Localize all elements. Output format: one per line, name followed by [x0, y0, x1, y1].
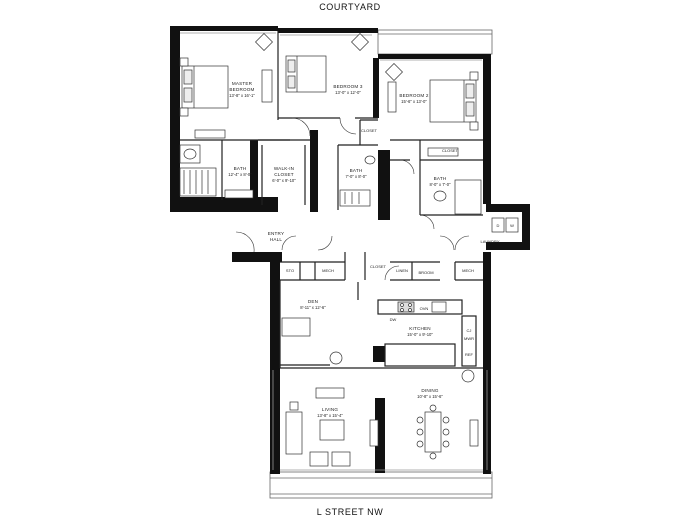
- master-bedroom-label-2: BEDROOM: [229, 87, 254, 92]
- walk-in-label-2: CLOSET: [274, 172, 294, 177]
- bottom-balcony: [269, 471, 493, 499]
- walk-in-dims: 6'-0" x 9'-10": [272, 178, 296, 183]
- closet-bed2-label: CLOSET: [442, 148, 459, 153]
- closet-mid-label: CLOSET: [370, 264, 387, 269]
- interior-walls: [180, 31, 483, 369]
- master-bath-label: BATH: [234, 166, 247, 171]
- den-label: DEN: [308, 299, 318, 304]
- ovn-label: OVN: [420, 306, 429, 311]
- courtyard-label: COURTYARD: [319, 2, 381, 12]
- master-bath-dims: 12'-4" x 8'-0": [228, 172, 252, 177]
- center-bath-dims: 7'-0" x 8'-0": [345, 174, 367, 179]
- linen-label: LINEN: [396, 268, 408, 273]
- entry-hall-label-1: ENTRY: [268, 231, 285, 236]
- master-bedroom-dims: 13'-8" x 16'-1": [229, 93, 255, 98]
- master-bedroom-label-1: MASTER: [232, 81, 253, 86]
- bedroom2-dims: 15'-6" x 13'-0": [401, 99, 427, 104]
- top-balcony: [377, 29, 493, 55]
- sto-label: STO: [286, 268, 294, 273]
- kitchen-dims: 15'-0" x 9'-10": [407, 332, 433, 337]
- washer-label: W: [510, 223, 514, 228]
- entry-hall-label-2: HALL: [270, 237, 283, 242]
- closet-top-label: CLOSET: [361, 128, 378, 133]
- doors: [235, 117, 470, 281]
- right-bath-label: BATH: [434, 176, 447, 181]
- living-dims: 13'-8" x 15'-4": [317, 413, 343, 418]
- right-bath-dims: 8'-0" x 7'-0": [429, 182, 451, 187]
- den-dims: 8'-11" x 12'-6": [300, 305, 326, 310]
- walk-in-label-1: WALK-IN: [274, 166, 294, 171]
- furniture: [179, 33, 519, 467]
- street-label: L STREET NW: [317, 507, 384, 517]
- windows: [180, 32, 488, 471]
- room-labels: MASTER BEDROOM 13'-8" x 16'-1" BEDROOM 3…: [228, 81, 514, 418]
- dining-dims: 10'-8" x 15'-6": [417, 394, 443, 399]
- dining-label: DINING: [421, 388, 439, 393]
- exterior-walls: [170, 26, 530, 474]
- living-label: LIVING: [322, 407, 338, 412]
- dw-label: DW: [390, 317, 397, 322]
- mech-right-label: MECH: [462, 268, 474, 273]
- dryer-label: D: [497, 223, 500, 228]
- bedroom2-label: BEDROOM 2: [399, 93, 429, 98]
- cj-label: CJ: [467, 328, 472, 333]
- bedroom3-dims: 13'-0" x 12'-0": [335, 90, 361, 95]
- ref-label: REF: [465, 352, 474, 357]
- center-bath-label: BATH: [350, 168, 363, 173]
- mech-left-label: MECH: [322, 268, 334, 273]
- laundry-label: LAUNDRY: [480, 239, 499, 244]
- kitchen-label: KITCHEN: [409, 326, 431, 331]
- bedroom3-label: BEDROOM 3: [333, 84, 363, 89]
- broom-label: BROOM: [418, 270, 433, 275]
- mw-label: MWR: [464, 336, 474, 341]
